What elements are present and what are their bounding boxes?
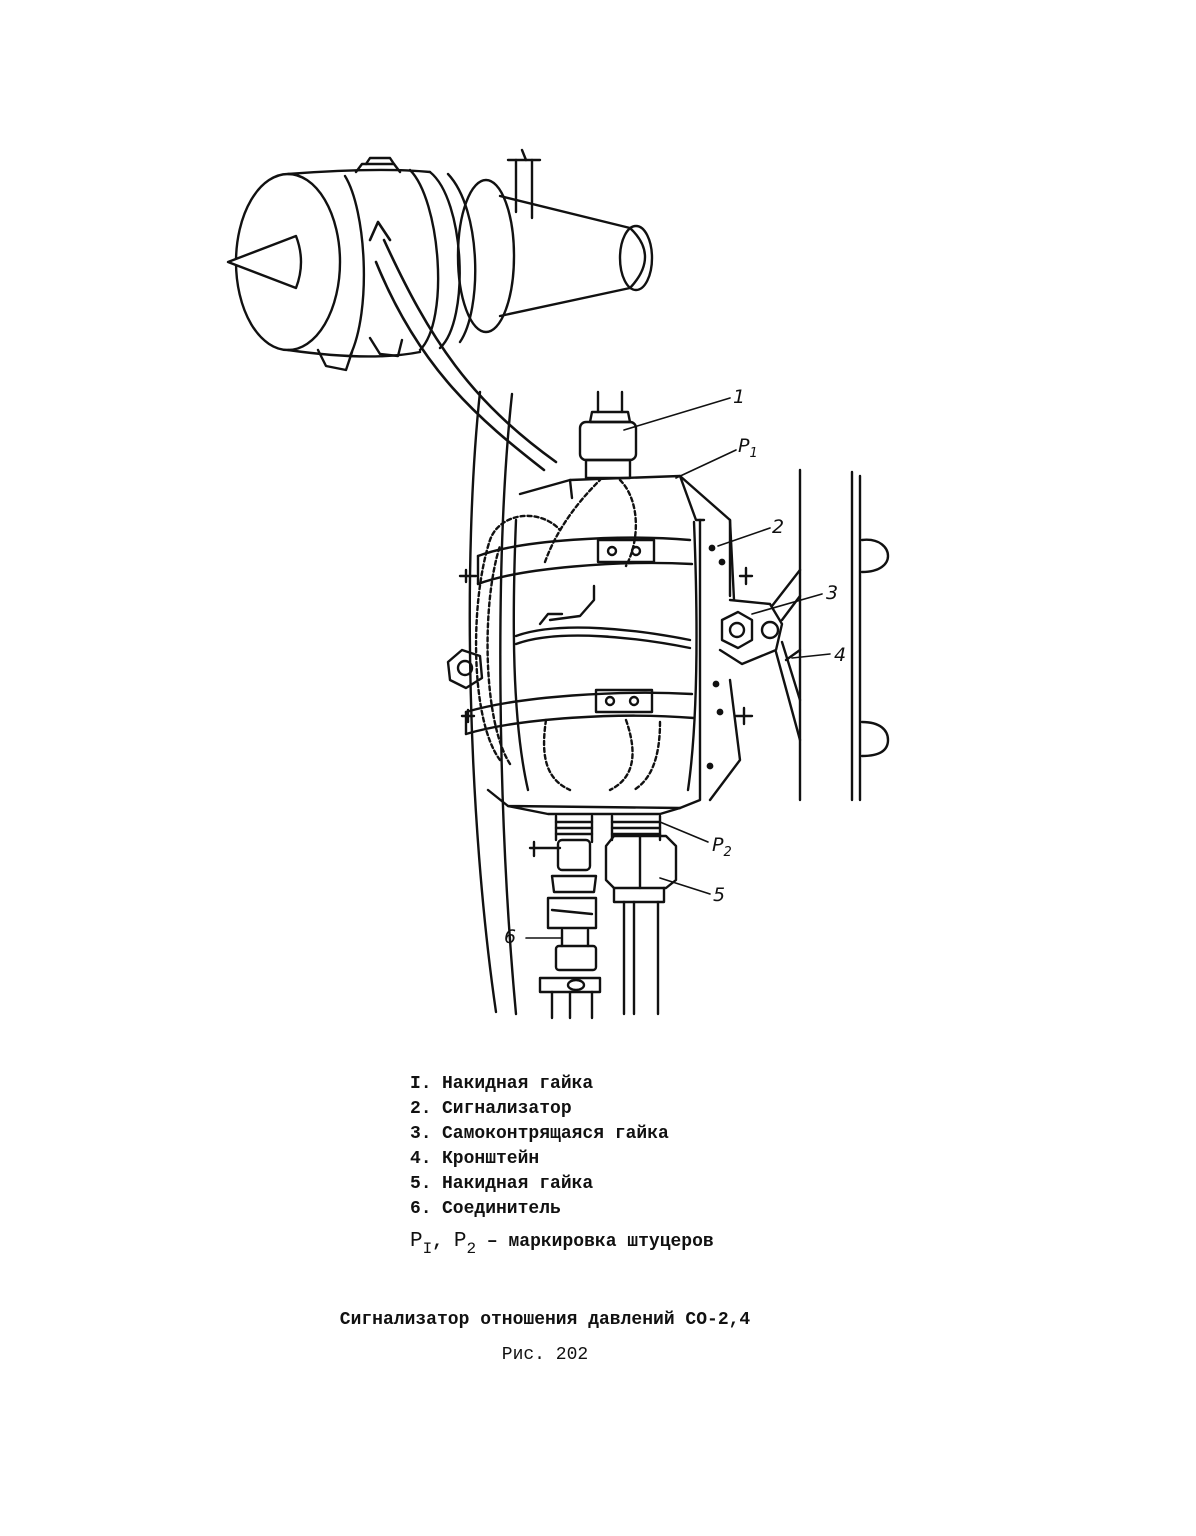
parts-legend: I.Накидная гайка 2.Сигнализатор 3.Самоко… [410, 1072, 669, 1222]
legend-item: 6.Соединитель [410, 1199, 561, 1219]
pressure-ratio-signaler [446, 474, 754, 816]
top-union-nut [578, 390, 638, 480]
bottom-fittings [528, 814, 678, 1020]
callout-4: 4 [834, 644, 847, 666]
fitting-marking-note: PI, P2 – маркировка штуцеров [410, 1230, 714, 1258]
callout-leaders [525, 397, 831, 939]
callout-3: 3 [826, 582, 839, 604]
callout-p2: P2 [712, 836, 732, 859]
callout-6: 6 [504, 926, 517, 948]
callout-p1-sub: 1 [749, 445, 758, 461]
callout-1: 1 [733, 386, 746, 408]
callout-p1: P1 [738, 437, 758, 460]
figure-number: Рис. 202 [501, 1345, 589, 1365]
callout-5: 5 [713, 884, 726, 906]
figure-title: Сигнализатор отношения давлений СО-2,4 [339, 1310, 751, 1330]
callout-p2-letter: P [712, 834, 724, 856]
legend-item: 5.Накидная гайка [410, 1174, 594, 1194]
legend-item: 2.Сигнализатор [410, 1099, 572, 1119]
legend-item: 3.Самоконтрящаяся гайка [410, 1124, 669, 1144]
legend-item: 4.Кронштейн [410, 1149, 540, 1169]
callout-p2-sub: 2 [723, 844, 732, 860]
callout-2: 2 [772, 516, 785, 538]
bracket-and-lock-nut [718, 568, 802, 742]
legend-item: I.Накидная гайка [410, 1074, 594, 1094]
technical-drawing [226, 148, 890, 1020]
engine-inset [226, 148, 654, 472]
airframe-structure [468, 390, 890, 1016]
callout-p1-letter: P [738, 435, 750, 457]
